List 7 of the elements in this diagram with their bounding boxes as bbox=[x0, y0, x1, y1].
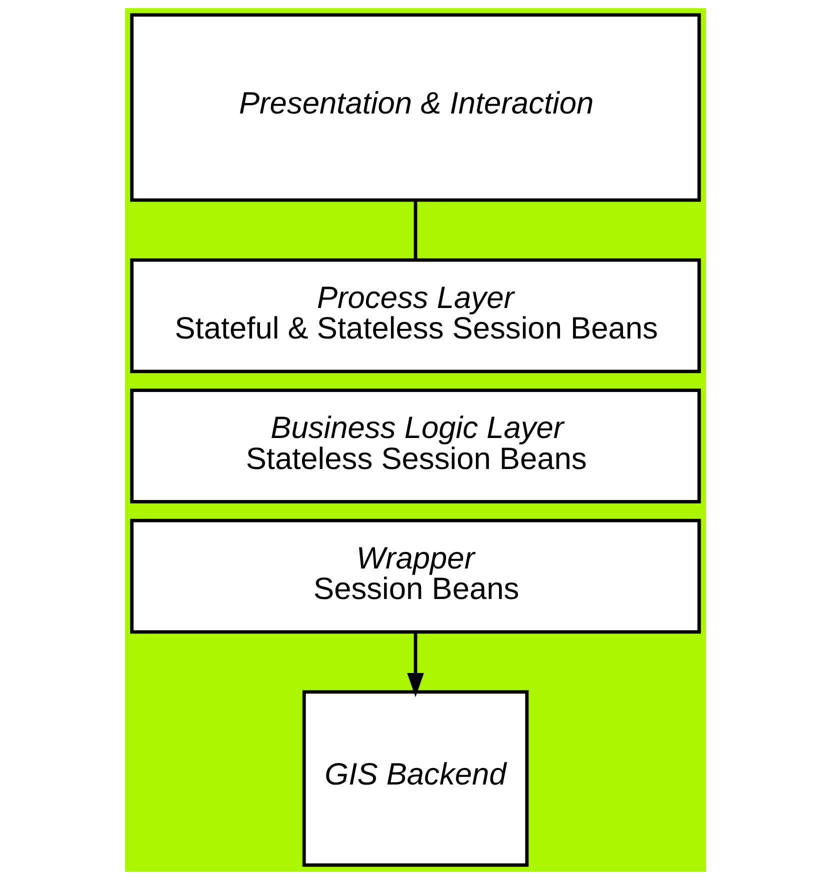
node-box: Process Layer Stateful & Stateless Session Beans bbox=[130, 258, 701, 374]
node-box: GIS Backend bbox=[302, 690, 529, 867]
node-box: Business Logic Layer Stateless Session Beans bbox=[130, 388, 701, 504]
arrow bbox=[407, 632, 424, 698]
connector bbox=[414, 200, 418, 260]
node-box: Presentation & Interaction bbox=[130, 13, 701, 202]
node-box: Wrapper Session Beans bbox=[130, 518, 701, 634]
